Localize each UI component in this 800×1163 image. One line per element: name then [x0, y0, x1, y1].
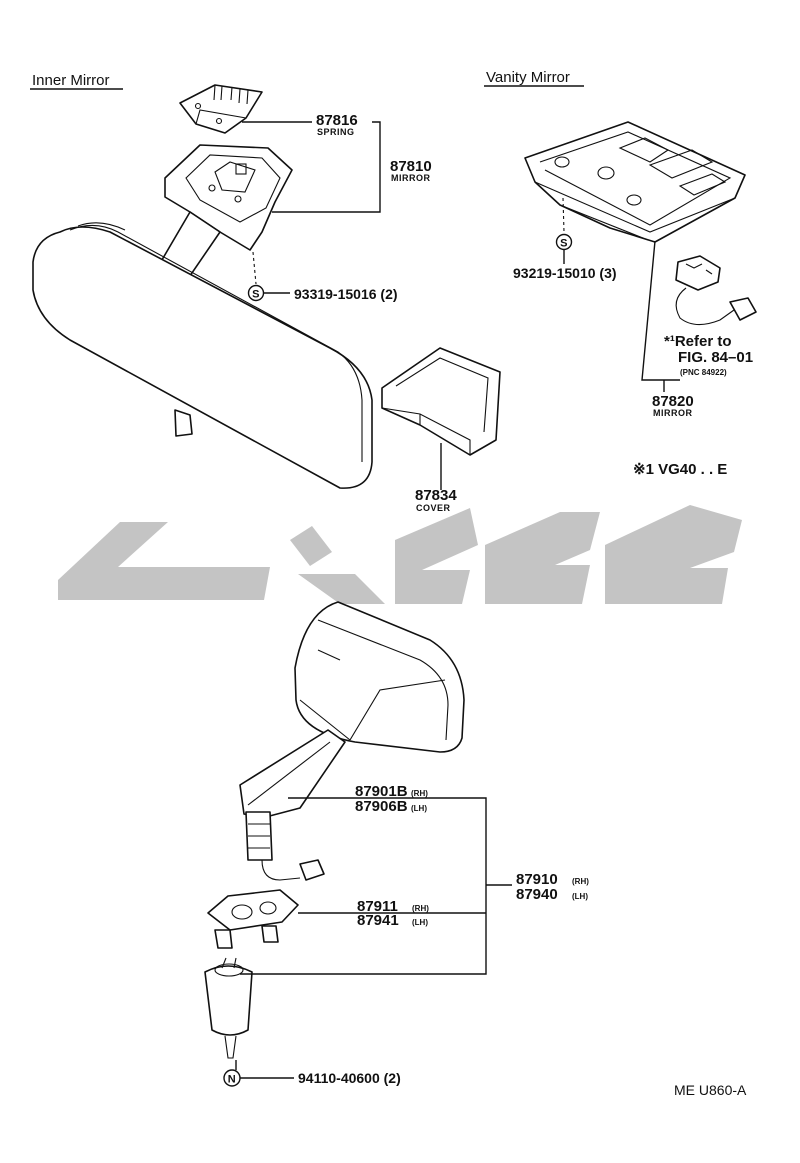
part-87940-number: 87940	[516, 886, 558, 903]
part-93219-number: 93219-15010 (3)	[513, 265, 617, 281]
refer-note-line3: (PNC 84922)	[680, 368, 727, 377]
screw-s-symbol-vanity-text: S	[560, 238, 568, 250]
watermark-logo	[58, 505, 742, 604]
part-87910-side: (RH)	[572, 877, 589, 886]
leader-87820-upper	[641, 240, 680, 381]
part-93319-number: 93319-15016 (2)	[294, 286, 398, 302]
nut-n-symbol-icon	[223, 1069, 241, 1087]
inner-mirror-body-drawing	[32, 222, 373, 489]
refer-note-line1: *¹Refer to	[664, 333, 732, 350]
part-87941-number: 87941	[357, 912, 399, 929]
screw-s-symbol-vanity-icon	[555, 233, 573, 251]
part-87941-side: (LH)	[412, 918, 428, 927]
refer-note-line2: FIG. 84–01	[678, 349, 753, 366]
part-87906B-number: 87906B	[355, 798, 408, 815]
part-87834-name: COVER	[416, 503, 451, 513]
diagram-code: ME U860-A	[674, 1082, 747, 1098]
leader-87910-frame	[240, 797, 487, 975]
vanity-mirror-heading: Vanity Mirror	[486, 69, 570, 86]
vanity-connector-drawing	[675, 255, 757, 326]
part-87816-number: 87816	[316, 112, 358, 129]
outside-mirror-base-drawing	[207, 889, 299, 949]
screw-s-symbol-text: S	[252, 289, 260, 301]
spring-clip-drawing	[179, 84, 263, 134]
mirror-mount-bracket-drawing	[164, 144, 293, 251]
part-94110-number: 94110-40600 (2)	[298, 1070, 401, 1086]
outside-mirror-motor-drawing	[204, 957, 253, 1059]
leader-93319-dashed	[252, 251, 257, 285]
part-87820-name: MIRROR	[653, 408, 693, 418]
inner-mirror-heading: Inner Mirror	[32, 72, 110, 89]
part-87940-side: (LH)	[572, 892, 588, 901]
outside-mirror-arm-drawing	[239, 729, 346, 881]
part-87911-number: 87911	[357, 898, 398, 915]
part-87906B-side: (LH)	[411, 804, 427, 813]
part-87816-name: SPRING	[317, 127, 355, 137]
footnote-variant: ※1 VG40 . . E	[633, 461, 727, 478]
part-87901B-number: 87901B	[355, 783, 408, 800]
leader-87810	[272, 121, 381, 213]
part-87910-number: 87910	[516, 871, 558, 888]
vanity-mirror-drawing	[524, 121, 746, 243]
outside-mirror-head-drawing	[294, 601, 465, 753]
nut-n-symbol-text: N	[228, 1074, 236, 1086]
part-87820-number: 87820	[652, 393, 694, 410]
part-87810-number: 87810	[390, 158, 432, 175]
screw-s-symbol-icon	[247, 284, 265, 302]
mirror-cover-drawing	[381, 347, 501, 456]
part-87810-name: MIRROR	[391, 173, 431, 183]
part-87901B-side: (RH)	[411, 789, 428, 798]
part-87834-number: 87834	[415, 487, 457, 504]
part-87911-side: (RH)	[412, 904, 429, 913]
